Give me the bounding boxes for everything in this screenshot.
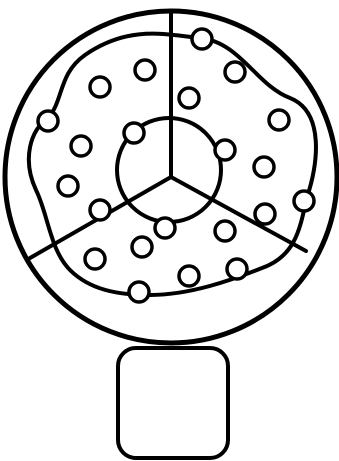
sprinkle-dot <box>225 62 245 82</box>
sprinkle-dot <box>179 88 199 108</box>
sprinkle-dot <box>155 218 175 238</box>
sprinkle-dot <box>90 200 110 220</box>
sprinkle-dot <box>132 237 152 257</box>
sprinkle-dot <box>179 266 199 286</box>
sprinkle-dot <box>192 29 212 49</box>
sprinkle-dot <box>227 259 247 279</box>
sprinkle-dot <box>38 111 58 131</box>
sprinkle-dot <box>58 176 78 196</box>
sprinkle-dot <box>85 249 105 269</box>
sprinkle-dot <box>135 60 155 80</box>
sprinkle-dot <box>269 110 289 130</box>
answer-box[interactable] <box>118 348 228 458</box>
sprinkle-dot <box>71 136 91 156</box>
sprinkle-dot <box>215 221 235 241</box>
sprinkle-dot <box>255 204 275 224</box>
sprinkle-dot <box>129 282 149 302</box>
sprinkle-dot <box>215 140 235 160</box>
sprinkle-dot <box>124 123 144 143</box>
sprinkle-dot <box>294 191 314 211</box>
sprinkle-dot <box>254 157 274 177</box>
sprinkle-dot <box>90 77 110 97</box>
divider-lower-right <box>171 177 306 251</box>
